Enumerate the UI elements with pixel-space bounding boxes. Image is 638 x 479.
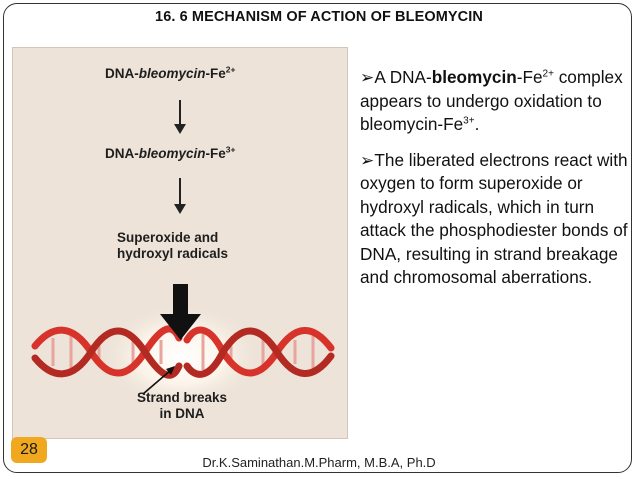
big-arrow-down-icon bbox=[160, 284, 201, 340]
pointer-arrow-icon bbox=[142, 366, 175, 395]
footer-author: Dr.K.Saminathan.M.Pharm, M.B.A, Ph.D bbox=[202, 455, 436, 470]
bullet-radicals: ➢The liberated electrons react with oxyg… bbox=[360, 149, 628, 288]
explanation-text: ➢A DNA-bleomycin-Fe2+ complex appears to… bbox=[360, 66, 630, 302]
page-number-badge: 28 bbox=[11, 437, 47, 463]
arrow-down-icon bbox=[174, 178, 186, 214]
slide-frame bbox=[3, 3, 632, 473]
step-dna-bleomycin-fe3: DNA-bleomycin-Fe3+ bbox=[105, 144, 236, 161]
step-superoxide-radicals: Superoxide and hydroxyl radicals bbox=[117, 230, 229, 261]
diagram-graphics bbox=[31, 100, 335, 408]
mechanism-diagram: DNA-bleomycin-Fe2+ DNA-bleomycin-Fe3+ Su… bbox=[12, 47, 348, 439]
step-dna-bleomycin-fe2: DNA-bleomycin-Fe2+ bbox=[105, 64, 236, 81]
dna-helix-icon bbox=[31, 325, 335, 379]
impact-glow bbox=[101, 304, 261, 408]
bullet-oxidation: ➢A DNA-bleomycin-Fe2+ complex appears to… bbox=[360, 67, 623, 134]
slide-title: 16. 6 MECHANISM OF ACTION OF BLEOMYCIN bbox=[155, 9, 483, 25]
arrow-down-icon bbox=[174, 100, 186, 134]
step-strand-breaks: Strand breaks in DNA bbox=[137, 390, 228, 421]
